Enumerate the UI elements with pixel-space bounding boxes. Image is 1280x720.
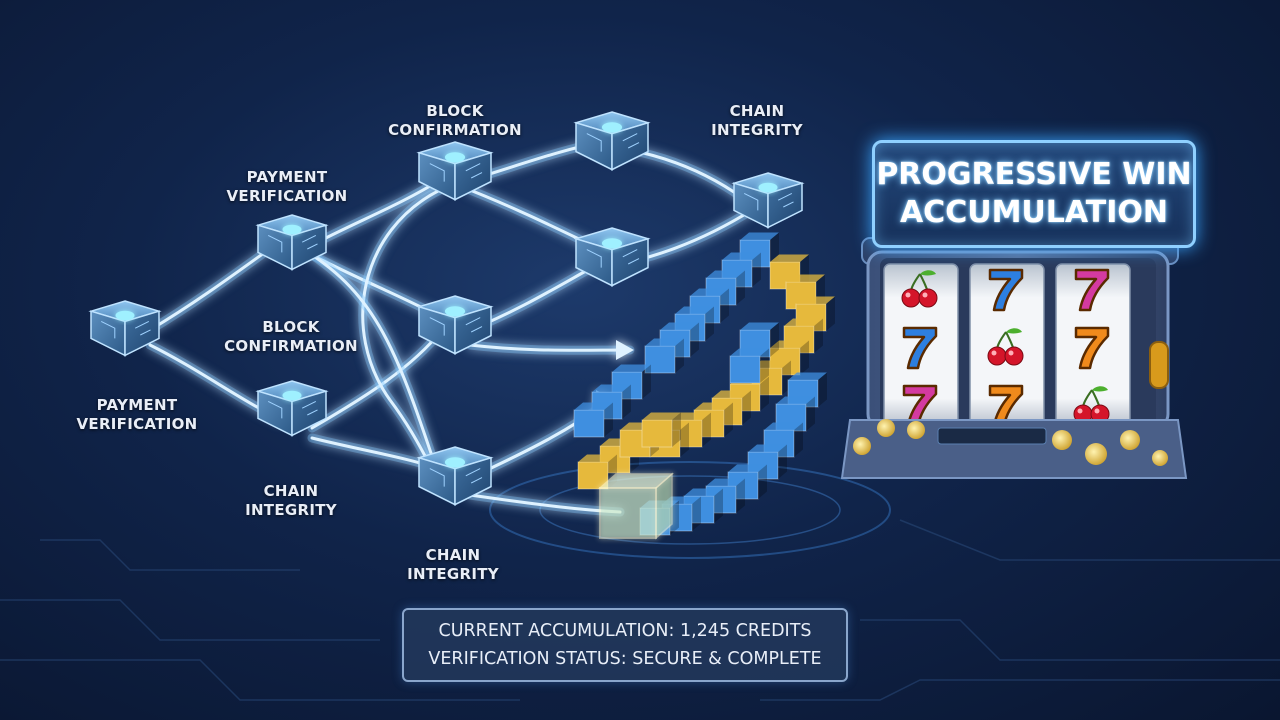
- coin-icon: [853, 437, 871, 455]
- cherry-icon: [901, 270, 938, 308]
- label-line: CHAIN: [263, 482, 319, 500]
- current-accumulation-text: CURRENT ACCUMULATION: 1,245 CREDITS: [438, 621, 812, 641]
- node-cube-center: [573, 227, 651, 287]
- lever-handle[interactable]: [1149, 341, 1169, 389]
- label-line: PAYMENT: [96, 396, 178, 414]
- label-line: INTEGRITY: [711, 121, 803, 139]
- verification-status-text: VERIFICATION STATUS: SECURE & COMPLETE: [428, 649, 822, 669]
- connection-line: [310, 253, 442, 482]
- glowing-transparent-cube: [598, 472, 674, 540]
- credit-display: [937, 427, 1047, 445]
- connection-line: [468, 343, 632, 352]
- label-line: CONFIRMATION: [224, 337, 358, 355]
- progressive-win-sign: PROGRESSIVE WIN ACCUMULATION: [872, 140, 1196, 248]
- label-line: CONFIRMATION: [388, 121, 522, 139]
- gold-block-35: [641, 412, 681, 448]
- node-label-chain-integrity-upper: CHAIN INTEGRITY: [692, 102, 822, 140]
- coin-icon: [907, 421, 925, 439]
- seven-icon: [1074, 326, 1110, 370]
- label-line: INTEGRITY: [245, 501, 337, 519]
- reel-3: [1055, 263, 1131, 433]
- label-line: BLOCK: [262, 318, 320, 336]
- node-label-block-confirmation-middle: BLOCK CONFIRMATION: [216, 318, 366, 356]
- node-label-payment-verification-upper: PAYMENT VERIFICATION: [212, 168, 362, 206]
- connection-line: [310, 178, 442, 247]
- blue-block-19: [729, 348, 769, 384]
- seven-icon: [1074, 268, 1110, 312]
- node-cube-block-confirmation-upper: [416, 141, 494, 201]
- reel-1: [883, 263, 959, 433]
- node-cube-chain-integrity-lower: [416, 446, 494, 506]
- node-cube-chain-integrity-middle: [255, 380, 329, 437]
- node-cube-payment-verification-lower: [88, 300, 162, 357]
- seven-icon: [988, 268, 1024, 312]
- node-cube-chain-integrity-upper: [731, 172, 805, 229]
- coin-icon: [1152, 450, 1168, 466]
- node-cube-top: [573, 111, 651, 171]
- status-panel: CURRENT ACCUMULATION: 1,245 CREDITS VERI…: [402, 608, 848, 682]
- node-cube-block-confirmation-middle: [416, 295, 494, 355]
- node-label-payment-verification-lower: PAYMENT VERIFICATION: [62, 396, 212, 434]
- label-line: VERIFICATION: [76, 415, 198, 433]
- label-line: BLOCK: [426, 102, 484, 120]
- blue-block-6: [644, 338, 684, 374]
- blue-block-22: [573, 402, 613, 438]
- coin-icon: [877, 419, 895, 437]
- label-line: CHAIN: [729, 102, 785, 120]
- coin-icon: [1120, 430, 1140, 450]
- seven-icon: [902, 326, 938, 370]
- reel-2: [969, 263, 1045, 433]
- label-line: PAYMENT: [246, 168, 328, 186]
- label-line: VERIFICATION: [226, 187, 348, 205]
- sign-line-2: ACCUMULATION: [899, 195, 1169, 230]
- node-label-block-confirmation-upper: BLOCK CONFIRMATION: [380, 102, 530, 140]
- label-line: INTEGRITY: [407, 565, 499, 583]
- node-label-chain-integrity-middle: CHAIN INTEGRITY: [226, 482, 356, 520]
- coin-icon: [1052, 430, 1072, 450]
- cherry-icon: [1073, 386, 1110, 424]
- cherry-icon: [987, 328, 1024, 366]
- circuit-background: [0, 461, 1280, 701]
- node-cube-payment-verification-upper: [255, 214, 329, 271]
- slot-machine: [840, 237, 1188, 479]
- node-label-chain-integrity-lower: CHAIN INTEGRITY: [388, 546, 518, 584]
- sign-line-1: PROGRESSIVE WIN: [876, 157, 1192, 192]
- label-line: CHAIN: [425, 546, 481, 564]
- blue-block-18: [739, 322, 779, 358]
- arrow-head-icon: [616, 340, 634, 360]
- coin-icon: [1085, 443, 1107, 465]
